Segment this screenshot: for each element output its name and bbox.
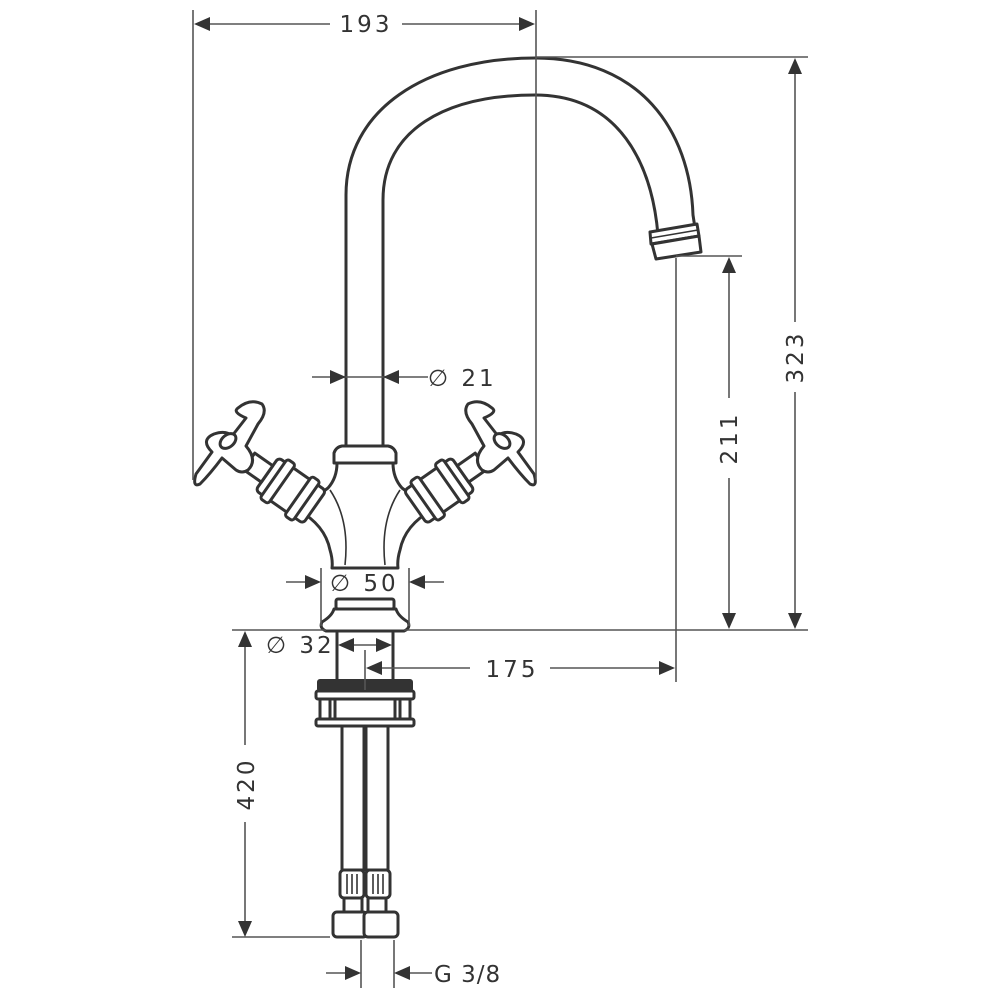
dim-shank-diameter-label: ∅ 32 bbox=[266, 633, 335, 659]
dim-outlet-height: 211 bbox=[676, 255, 743, 629]
dim-overall-width: 193 bbox=[192, 10, 537, 480]
dim-spout-reach-label: 175 bbox=[486, 657, 539, 683]
dim-shank-diameter: ∅ 32 bbox=[266, 633, 392, 659]
dim-connection-thread-label: G 3/8 bbox=[434, 962, 501, 988]
dimensions: 193 323 211 bbox=[192, 10, 809, 988]
dim-overall-width-label: 193 bbox=[340, 12, 393, 38]
dim-overall-height-label: 323 bbox=[783, 331, 809, 384]
dim-body-diameter-label: ∅ 50 bbox=[330, 571, 399, 597]
right-cross-handle-icon bbox=[464, 400, 537, 487]
dim-spout-diameter: ∅ 21 bbox=[312, 366, 497, 392]
dim-spout-diameter-label: ∅ 21 bbox=[428, 366, 497, 392]
spout bbox=[344, 56, 703, 450]
dim-connection-thread: G 3/8 bbox=[326, 940, 501, 988]
base bbox=[319, 597, 411, 633]
supply-hoses bbox=[331, 724, 400, 939]
dim-body-diameter: ∅ 50 bbox=[286, 568, 444, 626]
dim-spout-reach: 175 bbox=[364, 258, 677, 690]
body bbox=[296, 461, 434, 570]
left-cross-handle-icon bbox=[193, 400, 266, 487]
dim-hose-length-label: 420 bbox=[234, 758, 260, 811]
dim-overall-height: 323 bbox=[536, 56, 809, 629]
shank bbox=[335, 631, 395, 682]
faucet bbox=[193, 56, 703, 939]
body-collar bbox=[332, 444, 398, 465]
dim-outlet-height-label: 211 bbox=[717, 412, 743, 465]
dim-hose-length: 420 bbox=[232, 631, 330, 938]
